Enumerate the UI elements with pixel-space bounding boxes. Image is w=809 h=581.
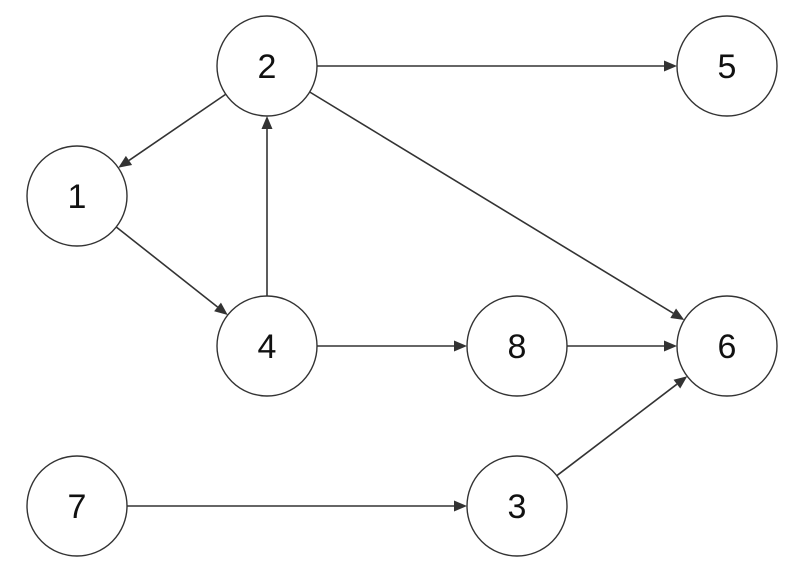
- node-label: 5: [718, 48, 737, 86]
- arrowhead: [454, 500, 467, 512]
- node-label: 2: [258, 48, 277, 86]
- edge-line: [128, 93, 227, 162]
- arrowhead: [670, 308, 685, 321]
- node-2: 2: [216, 15, 318, 117]
- edge-4-to-2: [261, 116, 273, 296]
- node-circle: [216, 15, 318, 117]
- node-circle: [26, 145, 128, 247]
- node-1: 1: [26, 145, 128, 247]
- node-4: 4: [216, 295, 318, 397]
- node-label: 3: [508, 488, 527, 526]
- arrowhead: [118, 155, 133, 168]
- node-8: 8: [466, 295, 568, 397]
- edge-line: [115, 226, 219, 308]
- arrowhead: [454, 340, 467, 352]
- node-label: 7: [68, 488, 87, 526]
- arrowhead: [214, 302, 228, 316]
- node-label: 6: [718, 328, 737, 366]
- arrowhead: [664, 340, 677, 352]
- edge-4-to-8: [317, 340, 467, 352]
- node-label: 1: [68, 178, 87, 216]
- edge-2-to-5: [317, 60, 677, 72]
- edge-1-to-4: [115, 226, 228, 316]
- edge-8-to-6: [567, 340, 677, 352]
- node-6: 6: [676, 295, 778, 397]
- node-3: 3: [466, 455, 568, 557]
- node-circle: [466, 295, 568, 397]
- node-7: 7: [26, 455, 128, 557]
- node-circle: [676, 295, 778, 397]
- edge-7-to-3: [127, 500, 467, 512]
- node-circle: [216, 295, 318, 397]
- node-circle: [26, 455, 128, 557]
- node-circle: [466, 455, 568, 557]
- edge-line: [556, 383, 678, 477]
- edge-line: [309, 91, 674, 314]
- node-label: 4: [258, 328, 277, 366]
- arrowhead: [664, 60, 677, 72]
- edge-3-to-6: [556, 376, 688, 477]
- arrowhead: [673, 376, 688, 389]
- node-label: 8: [508, 328, 527, 366]
- nodes-layer: 2 5 1 4 8 6 7 3: [26, 15, 778, 557]
- edge-2-to-1: [118, 93, 227, 168]
- arrowhead: [261, 116, 273, 129]
- node-5: 5: [676, 15, 778, 117]
- node-circle: [676, 15, 778, 117]
- edge-2-to-6: [309, 91, 685, 321]
- edges-layer: [115, 60, 688, 512]
